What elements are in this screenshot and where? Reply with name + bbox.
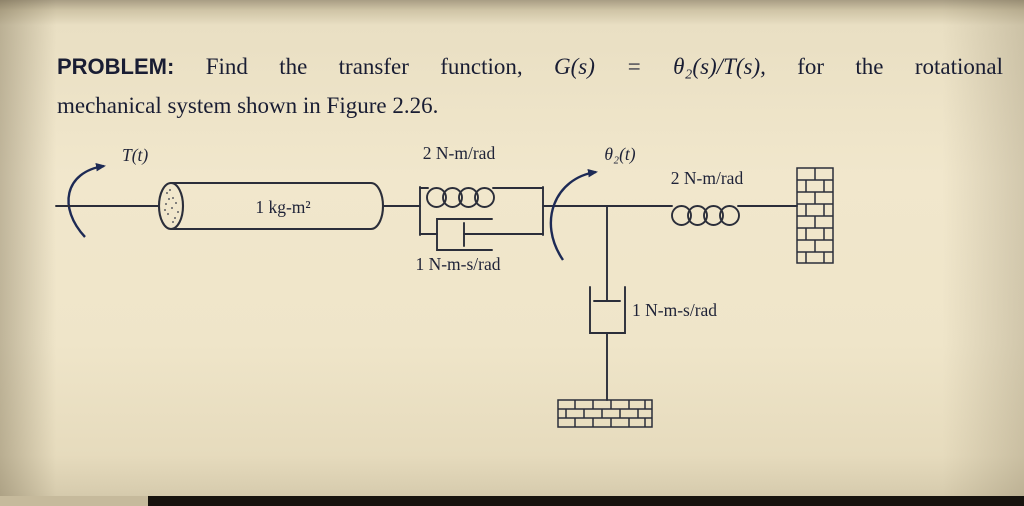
spring1-label: 2 N-m/rad [423, 143, 496, 163]
spring2-label: 2 N-m/rad [671, 168, 744, 188]
photo-bottom-edge-light [0, 496, 148, 506]
problem-line-2: mechanical system shown in Figure 2.26. [57, 92, 439, 118]
damper-2 [589, 205, 626, 401]
theta2-label: θ₂(t) [604, 144, 635, 164]
problem-text-pre: Find the transfer function, [205, 54, 523, 79]
photo-bottom-edge-dark [148, 496, 1024, 506]
damper1-label: 1 N-m-s/rad [415, 254, 500, 274]
spring-2 [671, 205, 798, 226]
cylinder-end-speckle [164, 189, 179, 223]
ground-wall [557, 399, 653, 428]
problem-text-post: for the rotational [797, 54, 1004, 79]
wall-right [796, 167, 834, 264]
problem-label: PROBLEM: [57, 54, 175, 79]
torque-arrow [67, 163, 106, 238]
damper2-label: 1 N-m-s/rad [632, 300, 717, 320]
damper-1 [419, 218, 544, 251]
torque-label: T(t) [122, 145, 148, 165]
spring-1 [419, 187, 544, 208]
problem-statement: PROBLEM: Find the transfer function, G(s… [57, 50, 1003, 123]
inertia-label: 1 kg-m² [255, 197, 310, 217]
problem-line-1: PROBLEM: Find the transfer function, G(s… [57, 50, 1003, 85]
transfer-function-expression: G(s) = θ₂(s)/T(s), [554, 54, 766, 79]
theta2-arrow [549, 169, 598, 261]
